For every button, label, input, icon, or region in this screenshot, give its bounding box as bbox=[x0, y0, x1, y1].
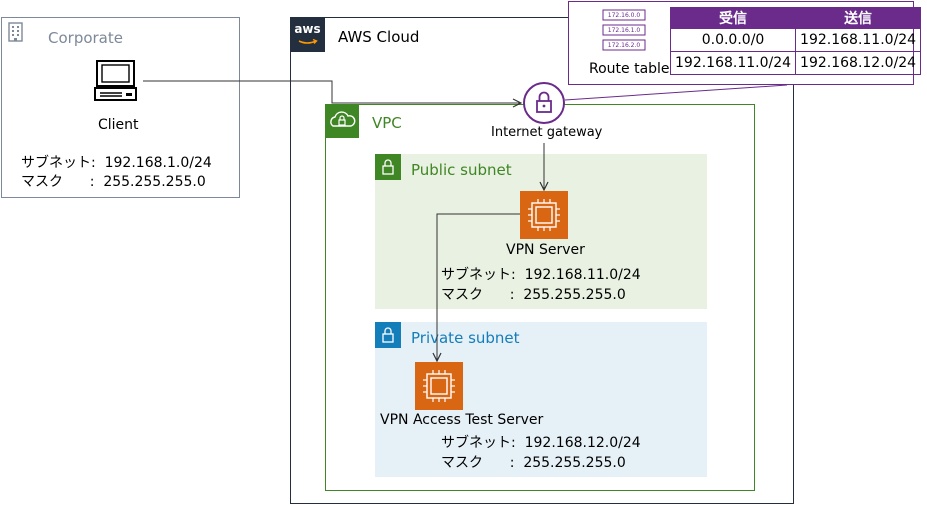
vpn-to-test-line bbox=[437, 213, 520, 361]
aws-cloud-group bbox=[290, 17, 794, 504]
test-server-label: VPN Access Test Server bbox=[380, 412, 544, 428]
aws-logo-icon: aws bbox=[290, 17, 325, 52]
route-table-row: 192.168.11.0/24 192.168.12.0/24 bbox=[669, 51, 922, 75]
private-subnet-title: Private subnet bbox=[411, 329, 520, 347]
client-to-igw-line bbox=[143, 80, 521, 103]
client-icon bbox=[92, 58, 140, 106]
aws-logo-text: aws bbox=[294, 22, 321, 36]
corporate-title: Corporate bbox=[48, 29, 123, 47]
route-icon-row-1: 172.16.0.0 bbox=[607, 12, 641, 19]
public-mask-line: マスク : 255.255.255.0 bbox=[441, 287, 626, 303]
building-icon bbox=[1, 17, 30, 46]
vpc-cloud-icon bbox=[325, 104, 359, 138]
aws-cloud-title: AWS Cloud bbox=[338, 28, 420, 46]
route-table-header-outbound: 送信 bbox=[795, 7, 922, 29]
route-table-label: Route table bbox=[589, 61, 670, 77]
route-icon-row-2: 172.16.1.0 bbox=[607, 27, 641, 34]
public-subnet-title: Public subnet bbox=[411, 161, 512, 179]
public-subnet-lock-icon bbox=[375, 154, 401, 180]
vpc-title: VPC bbox=[372, 114, 402, 132]
route-table-icon: 172.16.0.0 172.16.1.0 172.16.2.0 bbox=[602, 8, 646, 52]
route-cell: 192.168.11.0/24 bbox=[795, 28, 922, 52]
route-callout-line bbox=[564, 84, 788, 101]
client-label: Client bbox=[98, 117, 139, 133]
private-subnet-line: サブネット: 192.168.12.0/24 bbox=[441, 435, 641, 451]
route-table-header-row: 受信 送信 bbox=[669, 7, 922, 29]
corporate-subnet-line: サブネット: 192.168.1.0/24 bbox=[21, 155, 212, 171]
test-server-ec2-icon bbox=[415, 362, 463, 410]
route-cell: 192.168.11.0/24 bbox=[669, 51, 797, 75]
route-icon-row-3: 172.16.2.0 bbox=[607, 42, 641, 49]
route-cell: 192.168.12.0/24 bbox=[795, 51, 922, 75]
private-subnet-lock-icon bbox=[375, 322, 401, 348]
vpn-server-label: VPN Server bbox=[506, 242, 585, 258]
internet-gateway-label: Internet gateway bbox=[491, 125, 603, 140]
vpn-server-ec2-icon bbox=[520, 191, 568, 239]
public-subnet-line: サブネット: 192.168.11.0/24 bbox=[441, 267, 641, 283]
corporate-mask-line: マスク : 255.255.255.0 bbox=[21, 174, 206, 190]
private-mask-line: マスク : 255.255.255.0 bbox=[441, 455, 626, 471]
corporate-group bbox=[1, 17, 240, 198]
route-table: 受信 送信 0.0.0.0/0 192.168.11.0/24 192.168.… bbox=[669, 7, 922, 75]
internet-gateway-icon bbox=[522, 81, 566, 125]
